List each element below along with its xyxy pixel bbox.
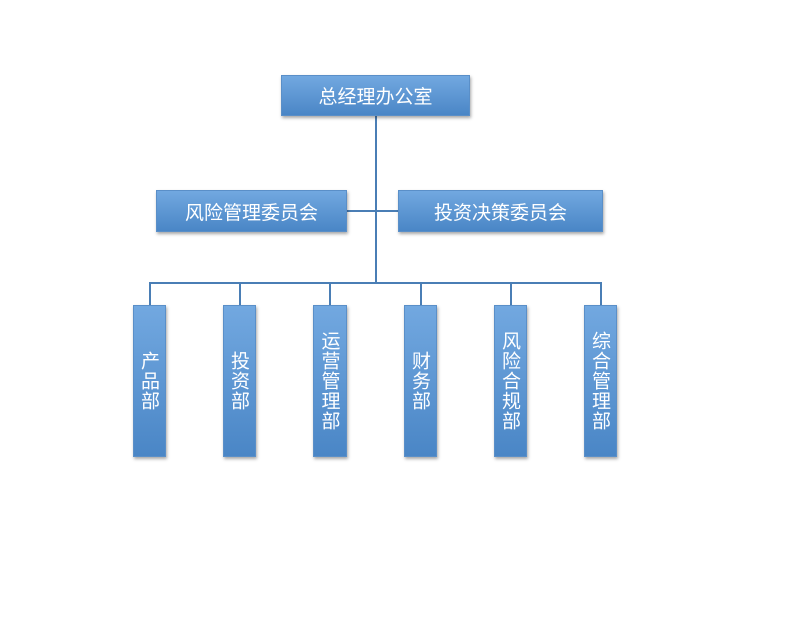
connector-trunk bbox=[375, 116, 377, 284]
node-dept-operations: 运营管理部 bbox=[313, 305, 347, 457]
connector-dept bbox=[510, 283, 512, 305]
node-dept-investment: 投资部 bbox=[223, 305, 256, 457]
connector-committees bbox=[347, 210, 398, 212]
connector-dept bbox=[149, 283, 151, 305]
node-dept-risk-compliance: 风险合规部 bbox=[494, 305, 527, 457]
connector-dept bbox=[239, 283, 241, 305]
connector-departments-bar bbox=[149, 282, 602, 284]
connector-dept bbox=[329, 283, 331, 305]
connector-dept bbox=[600, 283, 602, 305]
node-dept-general-admin: 综合管理部 bbox=[584, 305, 617, 457]
node-risk-committee: 风险管理委员会 bbox=[156, 190, 347, 232]
node-dept-product: 产品部 bbox=[133, 305, 166, 457]
node-general-manager-office: 总经理办公室 bbox=[281, 75, 470, 116]
connector-dept bbox=[420, 283, 422, 305]
node-dept-finance: 财务部 bbox=[404, 305, 437, 457]
node-investment-committee: 投资决策委员会 bbox=[398, 190, 603, 232]
